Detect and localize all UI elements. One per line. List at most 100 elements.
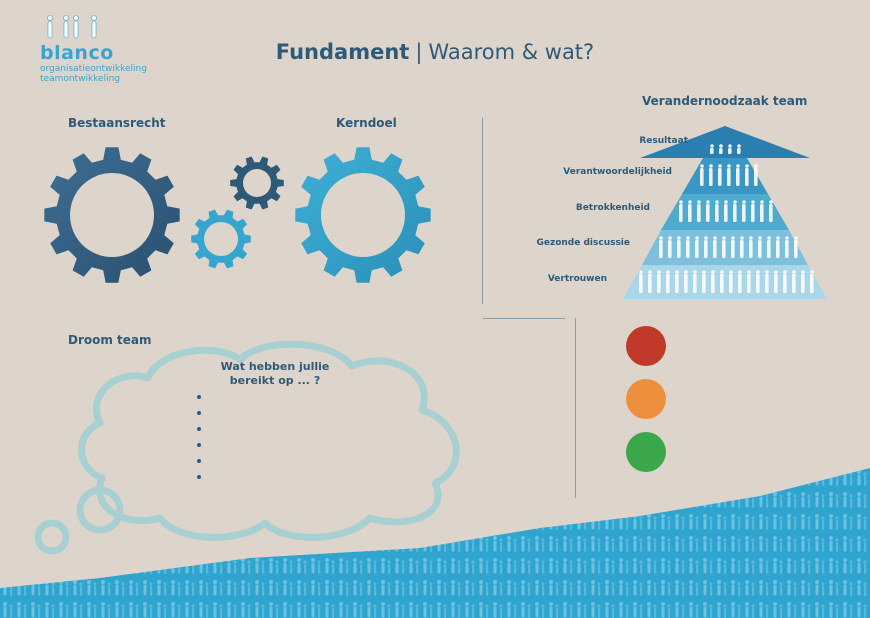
person-body	[704, 240, 708, 258]
person-body	[731, 240, 735, 258]
person-body	[742, 204, 746, 222]
person-body	[657, 274, 661, 293]
divider-horizontal	[483, 318, 565, 319]
gear-small-light-icon	[191, 209, 251, 269]
gear-large-light-icon	[295, 147, 431, 283]
logo-tagline-2: teamontwikkeling	[40, 74, 121, 84]
person-head	[801, 270, 805, 274]
person-head	[767, 236, 771, 240]
person-body	[765, 274, 769, 293]
person-body	[719, 148, 723, 154]
person-head	[677, 236, 681, 240]
person-body	[695, 240, 699, 258]
person-body	[736, 168, 740, 186]
person-head	[695, 236, 699, 240]
person-body	[754, 168, 758, 186]
person-body	[697, 204, 701, 222]
person-head	[758, 236, 762, 240]
person-body	[686, 240, 690, 258]
person-head	[736, 164, 740, 168]
pyramid-title: Verandernoodzaak team	[642, 94, 808, 108]
person-head	[648, 270, 652, 274]
thought-cloud-icon	[34, 340, 460, 555]
person-head	[718, 164, 722, 168]
person-body	[706, 204, 710, 222]
person-head	[657, 270, 661, 274]
gear-hole	[243, 169, 271, 197]
cloud-question: Wat hebben jullie bereikt op ... ?	[220, 360, 330, 387]
person-head	[727, 164, 731, 168]
person-head	[697, 200, 701, 204]
title-bold: Fundament	[275, 40, 410, 64]
logo-brand: blanco	[40, 42, 114, 64]
person-head	[742, 200, 746, 204]
traffic-light-orange	[626, 379, 666, 419]
person-head	[706, 200, 710, 204]
person-head	[747, 270, 751, 274]
person-head	[754, 164, 758, 168]
person-body	[737, 148, 741, 154]
person-head	[731, 236, 735, 240]
person-head	[745, 164, 749, 168]
person-head	[710, 144, 714, 148]
person-body	[648, 274, 652, 293]
person-head	[684, 270, 688, 274]
pyramid-label-resultaat: Resultaat	[639, 136, 688, 146]
person-body	[728, 148, 732, 154]
person-head	[675, 270, 679, 274]
person-body	[684, 274, 688, 293]
droom-team-label: Droom team	[68, 333, 152, 347]
person-body	[679, 204, 683, 222]
person-head	[709, 164, 713, 168]
person-head	[724, 200, 728, 204]
person-head	[776, 236, 780, 240]
person-body	[715, 204, 719, 222]
person-head	[769, 200, 773, 204]
pyramid-diagram	[623, 126, 827, 299]
pyramid-peak	[703, 126, 747, 158]
person-head	[792, 270, 796, 274]
bullet-dot	[197, 395, 201, 399]
person-head	[668, 236, 672, 240]
traffic-light-green	[626, 432, 666, 472]
person-body	[776, 240, 780, 258]
person-head	[722, 236, 726, 240]
person-head	[688, 200, 692, 204]
bullet-dot	[197, 443, 201, 447]
person-body	[758, 240, 762, 258]
person-head	[810, 270, 814, 274]
person-head	[679, 200, 683, 204]
person-head	[751, 200, 755, 204]
person-body	[745, 168, 749, 186]
bullet-dot	[197, 411, 201, 415]
pyramid-label-vertrouwen: Vertrouwen	[547, 274, 607, 284]
person-body	[792, 274, 796, 293]
person-body	[675, 274, 679, 293]
bullet-dot	[197, 475, 201, 479]
person-body	[700, 168, 704, 186]
person-body	[709, 168, 713, 186]
person-head	[785, 236, 789, 240]
logo: blanco organisatieontwikkeling teamontwi…	[38, 14, 168, 86]
person-body	[747, 274, 751, 293]
logo-tagline-1: organisatieontwikkeling	[40, 64, 147, 74]
person-head	[693, 270, 697, 274]
page-title: Fundament|Waarom & wat?	[0, 40, 870, 64]
kerndoel-label: Kerndoel	[336, 116, 397, 130]
person-body	[718, 168, 722, 186]
pyramid-label-gezonde-discussie: Gezonde discussie	[536, 238, 630, 248]
person-head	[729, 270, 733, 274]
people-silhouette-icon	[47, 15, 97, 39]
pyramid-people-icon	[639, 144, 814, 293]
person-body	[677, 240, 681, 258]
person-head	[659, 236, 663, 240]
divider-vertical-bottom	[575, 318, 576, 498]
person-body	[727, 168, 731, 186]
person-body	[774, 274, 778, 293]
person-head	[783, 270, 787, 274]
crowd-wave-banner	[0, 468, 870, 618]
person-head	[704, 236, 708, 240]
person-head	[765, 270, 769, 274]
person-body	[724, 204, 728, 222]
person-body	[749, 240, 753, 258]
